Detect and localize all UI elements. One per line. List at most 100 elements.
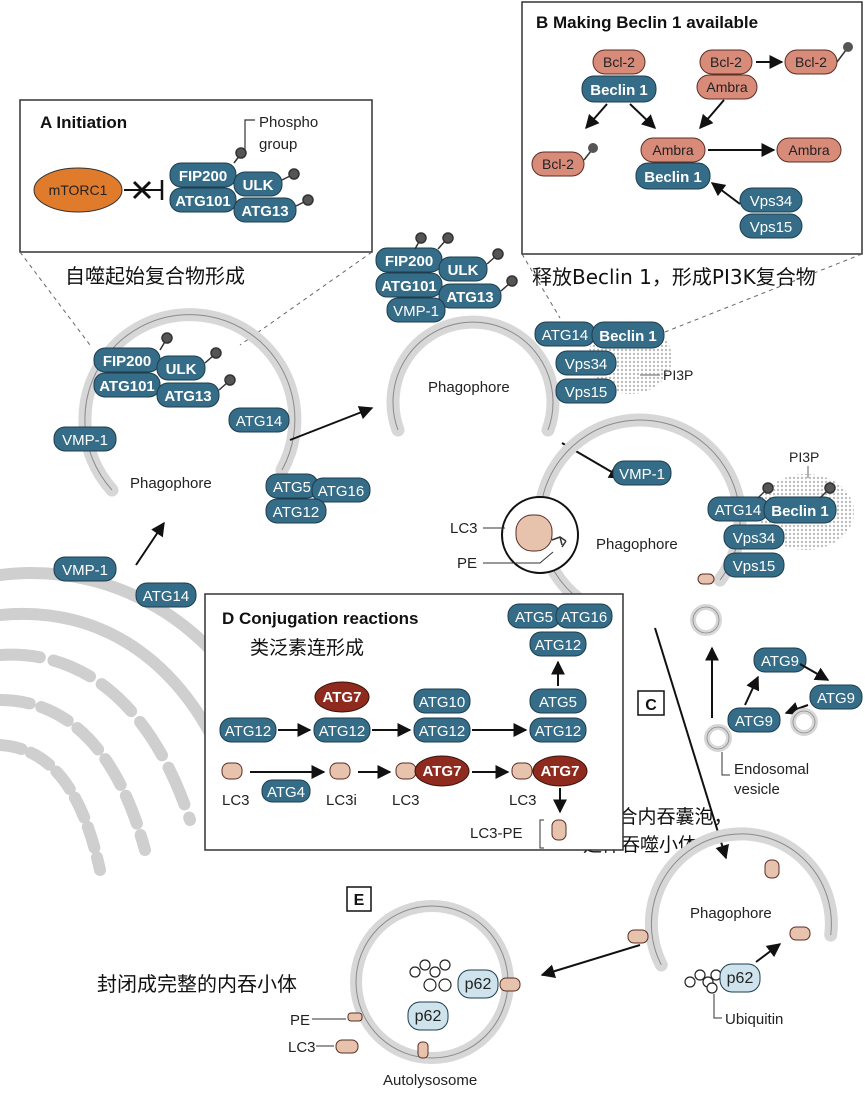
s1-atg14-er: ATG14 <box>143 588 189 605</box>
d-atg7-lc3: ATG7 <box>423 763 462 780</box>
d-atg4: ATG4 <box>267 784 305 801</box>
panel-c-vesicles: C ATG9 ATG9 ATG9 Endosomal vesicle <box>637 604 863 798</box>
panel-b-caption-cn: 释放Beclin 1，形成PI3K复合物 <box>532 265 816 289</box>
zoom-lines-b <box>521 253 863 333</box>
e-p62-right: p62 <box>727 970 754 987</box>
s1-fip200: FIP200 <box>103 353 151 370</box>
d-atg7-lc3-2: ATG7 <box>541 763 580 780</box>
s1-ulk: ULK <box>166 361 197 378</box>
s3-lc3-small <box>697 573 715 585</box>
d-lc3i-icon <box>329 762 351 780</box>
s2-ulk: ULK <box>448 262 479 279</box>
endosomal-label: Endosomal <box>734 761 809 778</box>
s3-vps34: Vps34 <box>733 530 776 547</box>
a-fip200: FIP200 <box>179 168 227 185</box>
d-atg16-top: ATG16 <box>561 609 607 626</box>
b-bcl2-left: Bcl-2 <box>542 156 574 172</box>
d-atg5-top: ATG5 <box>515 609 553 626</box>
b-vps34: Vps34 <box>750 193 793 210</box>
panel-a-title: A Initiation <box>40 113 127 132</box>
d-atg12-1: ATG12 <box>225 723 271 740</box>
s2-vps15: Vps15 <box>565 384 608 401</box>
s1-atg16: ATG16 <box>318 483 364 500</box>
s3-vmp1: VMP-1 <box>619 466 665 483</box>
d-atg12-3: ATG12 <box>419 723 465 740</box>
s1-atg101: ATG101 <box>99 378 155 395</box>
b-bcl2-top: Bcl-2 <box>603 54 635 70</box>
phospho-label: Phospho <box>259 114 318 131</box>
d-lc3-label-3: LC3 <box>509 792 537 809</box>
b-ambra-top: Ambra <box>706 79 747 95</box>
d-lc3-icon-2 <box>395 762 417 780</box>
phagophore-stage1: Phagophore FIP200 ATG101 ULK ATG13 VMP-1… <box>53 308 371 608</box>
s1-vmp1: VMP-1 <box>62 432 108 449</box>
phagophore-label-1: Phagophore <box>130 475 212 492</box>
c-atg9-right: ATG9 <box>817 690 855 707</box>
phospho-group-icon <box>233 147 314 207</box>
d-atg5-mid: ATG5 <box>539 694 577 711</box>
x-mark-icon <box>132 180 152 200</box>
s2-vps34: Vps34 <box>565 356 608 373</box>
b-beclin1-top: Beclin 1 <box>590 82 648 99</box>
b-ambra-right: Ambra <box>788 142 829 158</box>
d-lc3pe-icon <box>551 819 567 841</box>
vesicle-label: vesicle <box>734 781 780 798</box>
group-label: group <box>259 136 297 153</box>
s2-fip200: FIP200 <box>385 253 433 270</box>
s3-atg14: ATG14 <box>715 502 761 519</box>
s1-atg13: ATG13 <box>164 388 211 405</box>
e-p62-bottom: p62 <box>415 1008 442 1025</box>
b-bcl2-ambra: Bcl-2 <box>710 54 742 70</box>
panel-a-caption-cn: 自噬起始复合物形成 <box>65 264 245 288</box>
arrow-er-to-phagophore <box>135 521 165 566</box>
b-vps15: Vps15 <box>750 219 793 236</box>
s3-beclin1: Beclin 1 <box>771 503 829 520</box>
ubiquitin-cluster-left <box>409 959 452 992</box>
d-lc3-label-2: LC3 <box>392 792 420 809</box>
b-ambra-mid: Ambra <box>652 142 693 158</box>
mtorc1-node: mTORC1 <box>49 182 108 198</box>
s1-atg5: ATG5 <box>273 479 311 496</box>
phagophore-stage2: Phagophore FIP200 ATG101 ULK ATG13 VMP-1… <box>375 232 693 437</box>
e-lc3-label: LC3 <box>288 1039 316 1056</box>
e-lc3-icon <box>335 1039 359 1054</box>
d-atg10: ATG10 <box>419 694 465 711</box>
d-atg12-top: ATG12 <box>535 637 581 654</box>
d-lc3pe-label: LC3-PE <box>470 825 523 842</box>
s3-pi3p-label: PI3P <box>789 449 819 465</box>
panel-d-conjugation: D Conjugation reactions 类泛素连形成 ATG5 ATG1… <box>204 593 624 851</box>
s1-vmp1-er: VMP-1 <box>62 562 108 579</box>
s2-atg101: ATG101 <box>381 278 437 295</box>
c-atg9-top: ATG9 <box>761 653 799 670</box>
panel-a-initiation: A Initiation mTORC1 FIP200 ATG101 ULK AT… <box>19 99 373 253</box>
d-lc3-icon-3 <box>511 762 533 780</box>
s2-beclin1: Beclin 1 <box>599 328 657 345</box>
ubiquitin-cluster-right <box>684 969 722 994</box>
a-atg13: ATG13 <box>241 203 288 220</box>
b-beclin1-mid: Beclin 1 <box>644 169 702 186</box>
panel-d-title: D Conjugation reactions <box>222 609 418 628</box>
d-lc3-icon-1 <box>221 762 243 780</box>
e-p62-top: p62 <box>465 976 492 993</box>
panel-b-title: B Making Beclin 1 available <box>536 13 758 32</box>
panel-e-caption-cn: 封闭成完整的内吞小体 <box>97 972 297 996</box>
phagophore-stage3: Phagophore VMP-1 ATG14 Beclin 1 Vps34 Vp… <box>450 413 854 607</box>
d-atg12-4: ATG12 <box>535 723 581 740</box>
d-atg12-2: ATG12 <box>319 723 365 740</box>
s1-atg12: ATG12 <box>273 504 319 521</box>
d-lc3-label-1: LC3 <box>222 792 250 809</box>
arrow-stage3-to-stage4 <box>654 627 729 860</box>
panel-e-label: E <box>354 892 365 909</box>
d-lc3i-label: LC3i <box>326 792 357 809</box>
s3-pe-label: PE <box>457 555 477 572</box>
panel-d-caption-cn: 类泛素连形成 <box>250 637 364 659</box>
s2-atg14: ATG14 <box>542 327 588 344</box>
s3-vps15: Vps15 <box>733 558 776 575</box>
zoom-lines-a <box>19 251 373 346</box>
c-atg9-left: ATG9 <box>735 713 773 730</box>
e-phagophore-label: Phagophore <box>690 905 772 922</box>
e-pe-label: PE <box>290 1012 310 1029</box>
arrow-stage1-to-stage2 <box>289 406 374 441</box>
s2-atg13: ATG13 <box>446 289 493 306</box>
